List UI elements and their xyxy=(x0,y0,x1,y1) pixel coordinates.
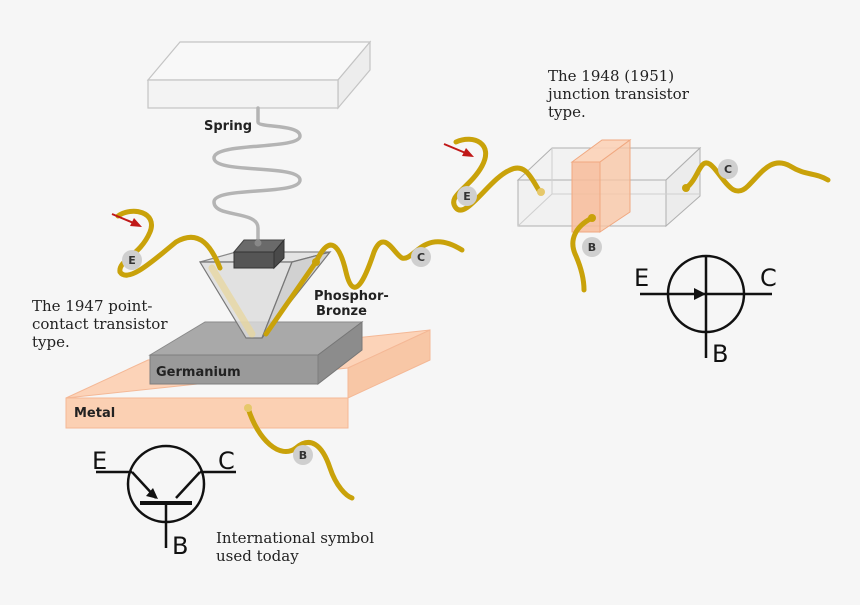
caption-international-1: International symbol xyxy=(216,529,374,547)
symbol-label-e: E xyxy=(92,447,107,475)
junction-symbol-label-b: B xyxy=(712,340,728,368)
spring-contact-block xyxy=(232,238,286,270)
svg-text:B: B xyxy=(588,241,596,254)
spring-label: Spring xyxy=(204,119,252,134)
collector-wire-right xyxy=(683,160,831,194)
international-transistor-symbol xyxy=(96,444,236,548)
emitter-wire-right xyxy=(451,136,543,213)
caption-junction-1: The 1948 (1951) xyxy=(548,67,674,85)
emitter-arrow-right xyxy=(443,143,474,157)
badge-collector-right: C xyxy=(718,159,738,179)
collector-wire-left xyxy=(313,239,465,290)
svg-text:E: E xyxy=(128,254,136,267)
svg-text:B: B xyxy=(299,449,307,462)
badge-collector-left: C xyxy=(411,247,431,267)
junction-symbol-label-e: E xyxy=(634,264,649,292)
symbol-label-c: C xyxy=(218,447,235,475)
metal-label: Metal xyxy=(74,406,115,421)
symbol-label-b: B xyxy=(172,532,188,560)
spring-coil xyxy=(212,106,302,242)
svg-text:C: C xyxy=(417,251,425,264)
spring-mount-block xyxy=(146,40,372,110)
junction-symbol-label-c: C xyxy=(760,264,777,292)
base-wire-left xyxy=(245,405,355,501)
junction-base-slab xyxy=(570,139,632,233)
badge-base-right: B xyxy=(582,237,602,257)
caption-point-contact-1: The 1947 point- xyxy=(32,297,152,315)
svg-text:C: C xyxy=(724,163,732,176)
caption-junction-3: type. xyxy=(548,103,586,121)
phosphor-label-2: Bronze xyxy=(316,304,367,319)
badge-emitter-right: E xyxy=(457,186,477,206)
caption-point-contact-2: contact transistor xyxy=(32,315,168,333)
junction-transistor-symbol xyxy=(640,254,772,358)
base-wire-right xyxy=(570,215,595,293)
phosphor-label-1: Phosphor- xyxy=(314,289,389,304)
caption-junction-2: junction transistor xyxy=(546,85,690,103)
symbol-emitter-arrow xyxy=(146,488,158,499)
caption-international-2: used today xyxy=(216,547,299,565)
badge-emitter-left: E xyxy=(122,250,142,270)
caption-point-contact-3: type. xyxy=(32,333,70,351)
emitter-wire-left xyxy=(115,208,223,278)
junction-symbol-arrow xyxy=(694,288,706,300)
germanium-block xyxy=(148,321,364,386)
germanium-label: Germanium xyxy=(156,365,241,380)
emitter-arrow-left xyxy=(111,213,142,227)
badge-base-left: B xyxy=(293,445,313,465)
svg-text:E: E xyxy=(463,190,471,203)
